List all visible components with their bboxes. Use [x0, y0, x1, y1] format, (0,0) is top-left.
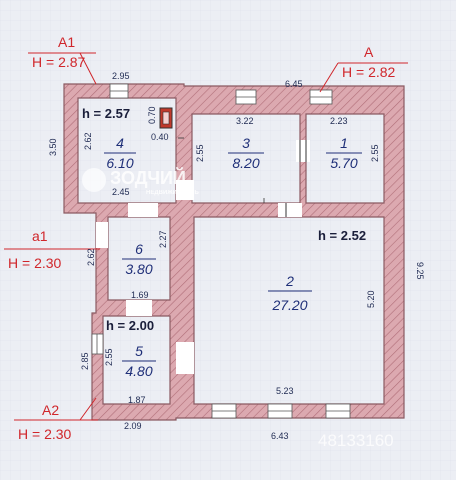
svg-text:3.80: 3.80 — [125, 261, 152, 277]
svg-text:6: 6 — [135, 241, 143, 257]
svg-text:2.95: 2.95 — [112, 71, 130, 81]
svg-text:1: 1 — [340, 135, 348, 151]
svg-text:5: 5 — [135, 343, 143, 359]
watermark-logo-icon — [82, 168, 106, 192]
window — [91, 333, 104, 355]
ceiling-height-room4: h = 2.57 — [82, 106, 130, 121]
svg-text:H = 2.30: H = 2.30 — [18, 426, 72, 442]
svg-text:А: А — [364, 44, 374, 60]
door-opening — [96, 222, 108, 248]
svg-text:0.70: 0.70 — [147, 106, 157, 124]
svg-text:5.20: 5.20 — [366, 290, 376, 308]
door-opening — [278, 203, 302, 217]
svg-text:8.20: 8.20 — [232, 155, 259, 171]
section-label-a: А H = 2.82 — [319, 44, 408, 93]
room-2: 2 27.20 — [268, 273, 312, 313]
svg-text:H = 2.82: H = 2.82 — [342, 64, 396, 80]
svg-text:2.62: 2.62 — [86, 248, 96, 266]
window — [267, 403, 293, 419]
svg-text:2.55: 2.55 — [370, 144, 380, 162]
watermark: ЗОДЧИЙ НЕДВИЖИМОСТЬ 48133160 — [82, 167, 394, 450]
svg-text:6.43: 6.43 — [271, 431, 289, 441]
svg-text:H = 2.87: H = 2.87 — [32, 54, 86, 70]
svg-text:2.27: 2.27 — [158, 230, 168, 248]
svg-text:2.62: 2.62 — [83, 132, 93, 150]
section-label-a1: А1 H = 2.87 — [28, 34, 97, 85]
svg-text:А1: А1 — [58, 34, 75, 50]
svg-text:2: 2 — [285, 273, 294, 289]
svg-text:ЗОДЧИЙ: ЗОДЧИЙ — [110, 167, 186, 188]
svg-text:2.85: 2.85 — [80, 352, 90, 370]
svg-text:6.10: 6.10 — [106, 155, 133, 171]
svg-text:2.55: 2.55 — [104, 348, 114, 366]
door-opening — [126, 300, 152, 316]
svg-text:2.45: 2.45 — [112, 187, 130, 197]
section-label-a2: А2 H = 2.30 — [14, 397, 98, 442]
door-opening — [176, 342, 194, 374]
svg-text:H = 2.30: H = 2.30 — [8, 255, 62, 271]
svg-text:6.45: 6.45 — [285, 79, 303, 89]
ceiling-height-room5: h = 2.00 — [106, 318, 154, 333]
window — [211, 403, 237, 419]
room-4: 4 6.10 — [104, 135, 136, 171]
svg-text:0.40: 0.40 — [151, 132, 169, 142]
window — [309, 89, 333, 105]
section-label-a-small1: а1 H = 2.30 — [4, 228, 100, 271]
svg-text:а1: а1 — [32, 228, 48, 244]
room-1: 1 5.70 — [326, 135, 362, 171]
svg-text:НЕДВИЖИМОСТЬ: НЕДВИЖИМОСТЬ — [146, 190, 200, 196]
svg-text:9.25: 9.25 — [415, 262, 425, 280]
door-opening — [176, 180, 194, 200]
svg-text:4.80: 4.80 — [125, 363, 152, 379]
svg-text:3.22: 3.22 — [236, 116, 254, 126]
ceiling-height-room2: h = 2.52 — [318, 228, 366, 243]
svg-text:А2: А2 — [42, 402, 59, 418]
door-opening — [296, 140, 310, 162]
svg-text:1.87: 1.87 — [128, 395, 146, 405]
window — [325, 403, 351, 419]
svg-text:5.70: 5.70 — [330, 155, 357, 171]
svg-text:4: 4 — [116, 135, 124, 151]
svg-text:2.55: 2.55 — [195, 144, 205, 162]
svg-text:2.09: 2.09 — [124, 421, 142, 431]
room-6: 6 3.80 — [122, 241, 156, 277]
listing-id: 48133160 — [318, 431, 394, 450]
dimension-labels: 2.95 6.45 3.50 2.62 2.45 0.70 0.40 3.22 … — [48, 71, 425, 441]
svg-text:2.23: 2.23 — [330, 116, 348, 126]
svg-text:1.69: 1.69 — [131, 290, 149, 300]
room-5: 5 4.80 — [122, 343, 156, 379]
window — [235, 89, 257, 105]
window — [109, 83, 129, 99]
room-3: 3 8.20 — [228, 135, 264, 171]
svg-text:3.50: 3.50 — [48, 138, 58, 156]
svg-text:27.20: 27.20 — [271, 297, 307, 313]
svg-text:3: 3 — [242, 135, 250, 151]
door-opening — [128, 203, 158, 217]
svg-text:5.23: 5.23 — [276, 386, 294, 396]
